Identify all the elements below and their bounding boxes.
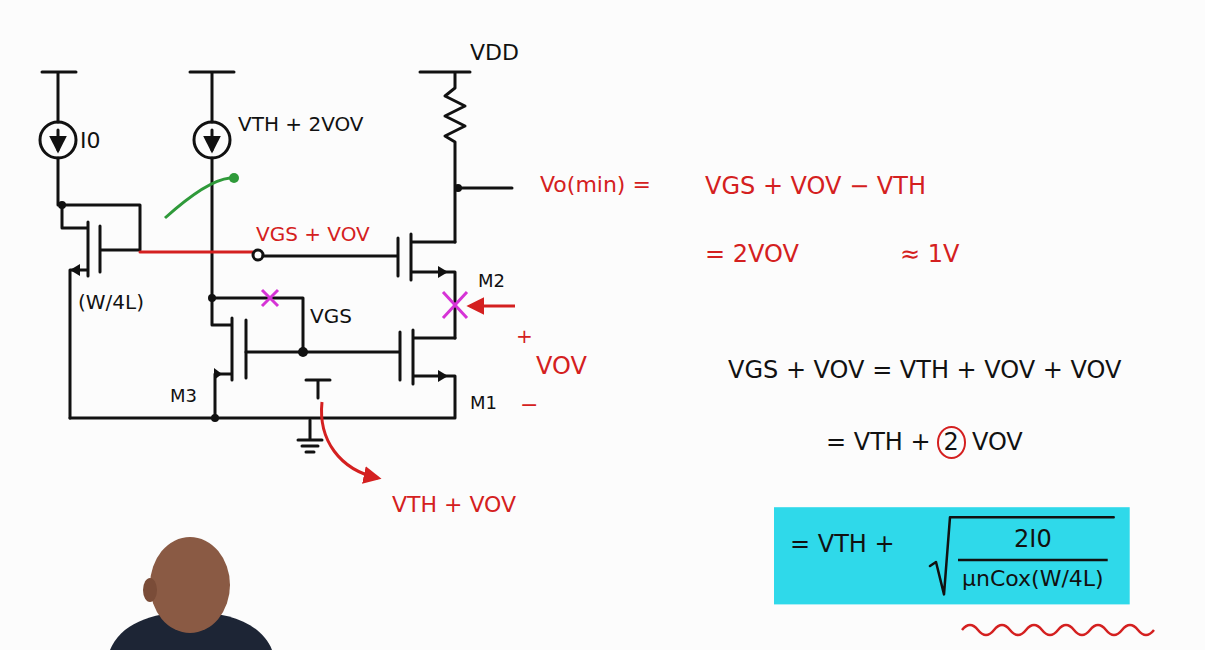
current-source-symbol (194, 122, 230, 158)
transistor-name: M3 (170, 385, 197, 407)
equation-term: VOV (972, 428, 1023, 457)
source-arrow (214, 368, 222, 380)
source-arrow (438, 266, 448, 278)
pointer-arrow (470, 305, 515, 308)
source-arrow (70, 264, 80, 276)
ground-symbol (298, 380, 330, 452)
fraction-bar (958, 559, 1108, 562)
node-dot (208, 294, 216, 302)
supply-wire (42, 72, 76, 205)
node-voltage: VTH + 2VOV (238, 112, 364, 136)
transistor-name: M1 (470, 392, 497, 414)
transistor-symbol (70, 330, 455, 418)
underline-squiggle (962, 625, 1154, 635)
transistor-symbol (212, 298, 303, 418)
node-voltage: VGS + VOV (256, 222, 370, 246)
resistor-symbol (420, 72, 470, 242)
equation-term: = 2VOV (705, 240, 799, 269)
cross-mark (262, 290, 278, 306)
circled-factor: 2 (937, 426, 966, 459)
node-voltage: VGS (310, 304, 352, 328)
supply-label: VDD (470, 40, 519, 66)
transistor-name: M2 (478, 270, 505, 292)
cross-mark (443, 292, 467, 318)
current-label: I0 (80, 128, 101, 154)
equation-term: Vo(min) = (540, 172, 651, 198)
source-arrow (438, 370, 448, 382)
equation-term: ≈ 1V (900, 240, 959, 269)
presenter-head (150, 537, 230, 633)
highlight-band (774, 507, 1130, 604)
gate-wire (140, 251, 253, 254)
leader-arrow (322, 402, 378, 478)
node-dot (253, 250, 263, 260)
transistor-symbol (263, 234, 455, 338)
current-arrow (57, 130, 60, 150)
voltage-annotation: VOV (536, 352, 587, 381)
equation-term: = VTH + (790, 530, 895, 559)
leader-dot (229, 173, 239, 183)
fraction-denominator: μnCox(W/4L) (962, 566, 1104, 592)
presenter-ear (143, 578, 157, 602)
node-dot (58, 201, 66, 209)
equation-term: = VTH + (826, 428, 931, 457)
radical-sign (930, 517, 1114, 594)
output-wire (458, 187, 512, 190)
equation-term: VGS + VOV − VTH (705, 172, 926, 201)
polarity-sign: + (516, 324, 533, 348)
equation-term: VGS + VOV = VTH + VOV + VOV (728, 356, 1122, 385)
node-dot (454, 184, 462, 192)
leader-arrow (165, 178, 230, 218)
current-arrow (211, 130, 214, 150)
polarity-sign: − (520, 392, 538, 418)
node-dot (298, 347, 308, 357)
fraction-numerator: 2I0 (1014, 525, 1052, 554)
current-source-symbol (40, 122, 76, 158)
node-dot (211, 414, 219, 422)
node-voltage: VTH + VOV (392, 492, 516, 518)
size-ratio: (W/4L) (78, 290, 144, 314)
